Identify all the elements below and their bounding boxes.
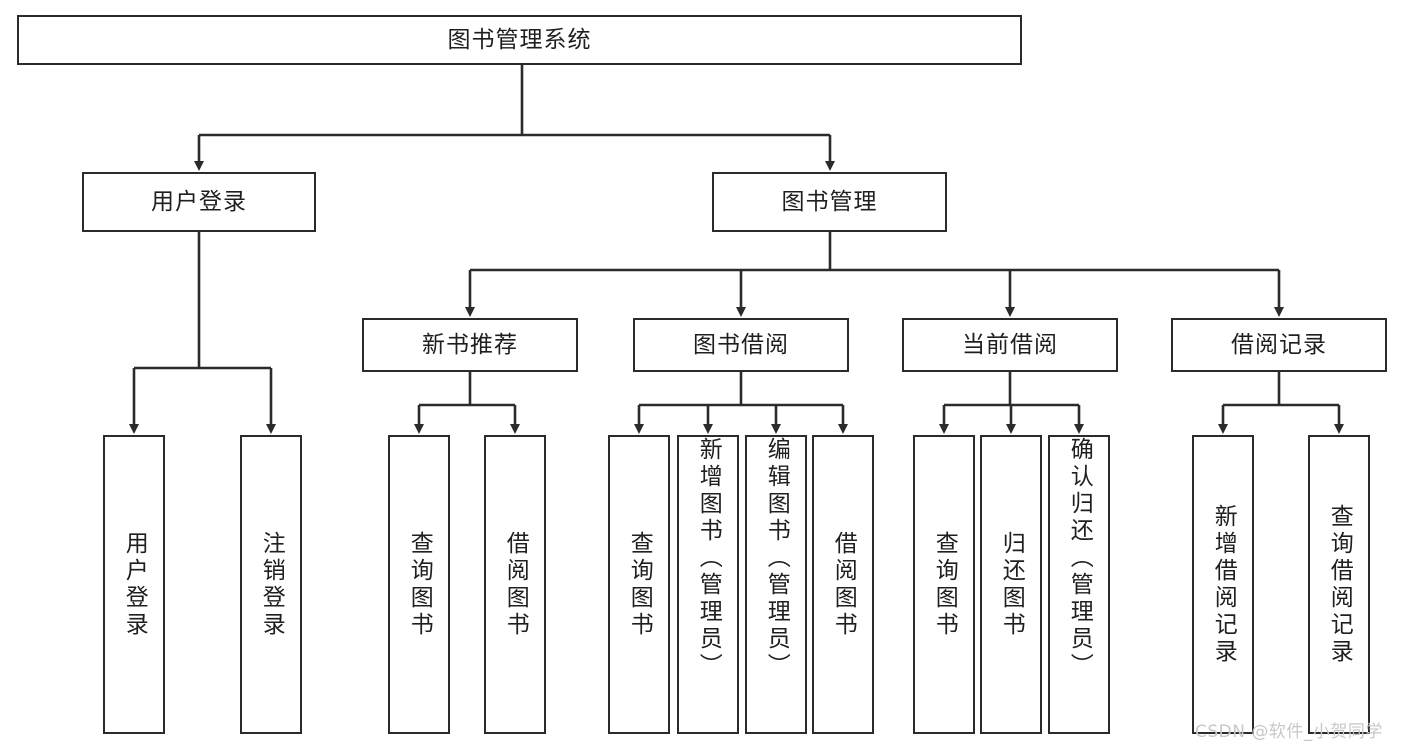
edges-currentborrow-to-leaves [939,372,1084,434]
node-leaf-query-record-label: 查询借阅记录 [1326,503,1353,666]
node-leaf-query-book-3[interactable]: 查询图书 [913,435,975,734]
node-leaf-add-book-label: 新增图书（管理员） [695,437,722,680]
node-user-login-label: 用户登录 [151,188,247,215]
edges-newbook-to-leaves [414,372,520,434]
node-book-borrow-label: 图书借阅 [693,331,789,358]
node-leaf-user-login[interactable]: 用户登录 [103,435,165,734]
edges-userlogin-to-leaves [129,232,276,434]
node-leaf-borrow-book-1[interactable]: 借阅图书 [484,435,546,734]
node-borrow-record[interactable]: 借阅记录 [1171,318,1387,372]
node-borrow-record-label: 借阅记录 [1231,331,1327,358]
node-book-borrow[interactable]: 图书借阅 [633,318,849,372]
node-leaf-edit-book[interactable]: 编辑图书（管理员） [745,435,807,734]
edges-bookborrow-to-leaves [634,372,848,434]
node-leaf-borrow-book-2-label: 借阅图书 [830,530,857,639]
node-leaf-query-record[interactable]: 查询借阅记录 [1308,435,1370,734]
edges-bookmanage-to-level3 [465,232,1284,317]
node-book-manage[interactable]: 图书管理 [712,172,947,232]
node-leaf-return-book[interactable]: 归还图书 [980,435,1042,734]
node-leaf-logout[interactable]: 注销登录 [240,435,302,734]
node-leaf-add-book[interactable]: 新增图书（管理员） [677,435,739,734]
node-leaf-query-book-1[interactable]: 查询图书 [388,435,450,734]
node-leaf-confirm-return[interactable]: 确认归还（管理员） [1048,435,1110,734]
node-leaf-query-book-3-label: 查询图书 [931,530,958,639]
node-current-borrow-label: 当前借阅 [962,331,1058,358]
node-leaf-query-book-1-label: 查询图书 [406,530,433,639]
node-leaf-query-book-2-label: 查询图书 [626,530,653,639]
edges-borrowrecord-to-leaves [1218,372,1344,434]
node-leaf-borrow-book-1-label: 借阅图书 [502,530,529,639]
node-leaf-borrow-book-2[interactable]: 借阅图书 [812,435,874,734]
node-leaf-user-login-label: 用户登录 [121,530,148,639]
node-new-book-recommend-label: 新书推荐 [422,331,518,358]
node-leaf-add-record-label: 新增借阅记录 [1210,503,1237,666]
edges-root-to-level2 [194,65,835,171]
csdn-watermark: CSDN @软件_小贺同学 [1195,722,1383,742]
node-leaf-add-record[interactable]: 新增借阅记录 [1192,435,1254,734]
node-leaf-confirm-return-label: 确认归还（管理员） [1066,437,1093,680]
node-user-login[interactable]: 用户登录 [82,172,316,232]
node-leaf-query-book-2[interactable]: 查询图书 [608,435,670,734]
node-leaf-return-book-label: 归还图书 [998,530,1025,639]
node-book-manage-label: 图书管理 [781,188,878,215]
node-root-label: 图书管理系统 [447,26,592,53]
node-current-borrow[interactable]: 当前借阅 [902,318,1118,372]
node-root[interactable]: 图书管理系统 [17,15,1022,65]
node-leaf-logout-label: 注销登录 [258,530,285,639]
node-new-book-recommend[interactable]: 新书推荐 [362,318,578,372]
node-leaf-edit-book-label: 编辑图书（管理员） [763,437,790,680]
